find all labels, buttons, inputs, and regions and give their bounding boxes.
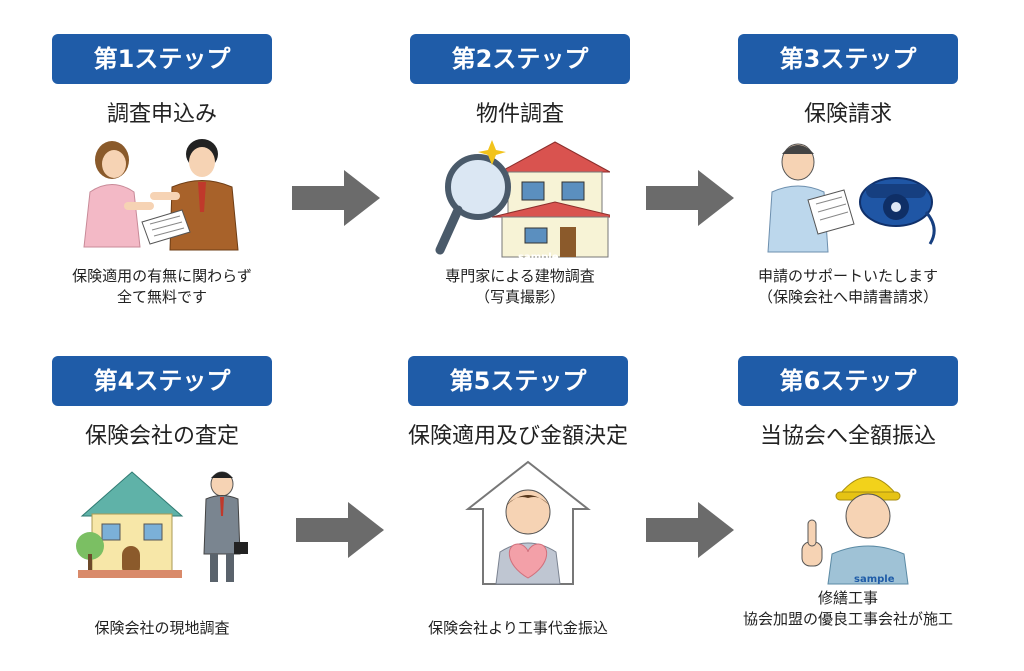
step-description-line: 保険会社の現地調査: [94, 619, 230, 637]
step-title: 物件調査: [475, 102, 564, 127]
step-description-line: 申請のサポートいたします: [757, 267, 938, 285]
step-title: 保険会社の査定: [84, 424, 239, 449]
step-badge: 第4ステップ: [52, 356, 272, 406]
step-description-line: 全て無料です: [116, 288, 207, 306]
step-description: 申請のサポートいたします （保険会社へ申請書請求）: [718, 266, 978, 308]
step-description-line: 保険会社より工事代金振込: [428, 619, 608, 637]
right-arrow-icon: [292, 170, 380, 226]
man-with-document-and-telephone-icon: [767, 143, 936, 253]
step-description-line: 専門家による建物調査: [445, 267, 595, 285]
step-badge: 第3ステップ: [738, 34, 958, 84]
house-magnifier-icon: sample: [435, 140, 610, 263]
step-title: 保険適用及び金額決定: [407, 424, 628, 449]
step-badge: 第5ステップ: [408, 356, 628, 406]
right-arrow-icon: [296, 502, 384, 558]
step-title: 保険請求: [803, 102, 892, 127]
step-description-line: 協会加盟の優良工事会社が施工: [742, 610, 953, 628]
right-arrow-icon: [646, 502, 734, 558]
step-description: 保険適用の有無に関わらず 全て無料です: [32, 266, 292, 308]
step-badge: 第2ステップ: [410, 34, 630, 84]
right-arrow-icon: [646, 170, 734, 226]
sample-watermark: sample: [164, 252, 205, 263]
house-and-businessman-icon: [76, 471, 248, 582]
child-holding-heart-icon: [465, 460, 591, 585]
step-description: 専門家による建物調査 （写真撮影）: [390, 266, 650, 308]
step-badge: 第6ステップ: [738, 356, 958, 406]
consultation-people-icon: sample: [83, 139, 239, 263]
step-description-line: （保険会社へ申請書請求）: [757, 288, 938, 306]
step-title: 当協会へ全額振込: [759, 424, 936, 449]
sample-watermark: sample: [854, 574, 895, 585]
step-title: 調査申込み: [106, 102, 217, 127]
sample-watermark: sample: [518, 252, 559, 263]
step-badge: 第1ステップ: [52, 34, 272, 84]
step-description-line: 保険適用の有無に関わらず: [72, 267, 252, 285]
step-description: 保険会社より工事代金振込: [388, 618, 648, 639]
step-description-line: （写真撮影）: [474, 288, 565, 306]
construction-worker-icon: sample: [801, 476, 909, 585]
step-description: 保険会社の現地調査: [32, 618, 292, 639]
step-description-line: 修繕工事: [817, 589, 878, 607]
step-description: 修繕工事 協会加盟の優良工事会社が施工: [718, 588, 978, 630]
